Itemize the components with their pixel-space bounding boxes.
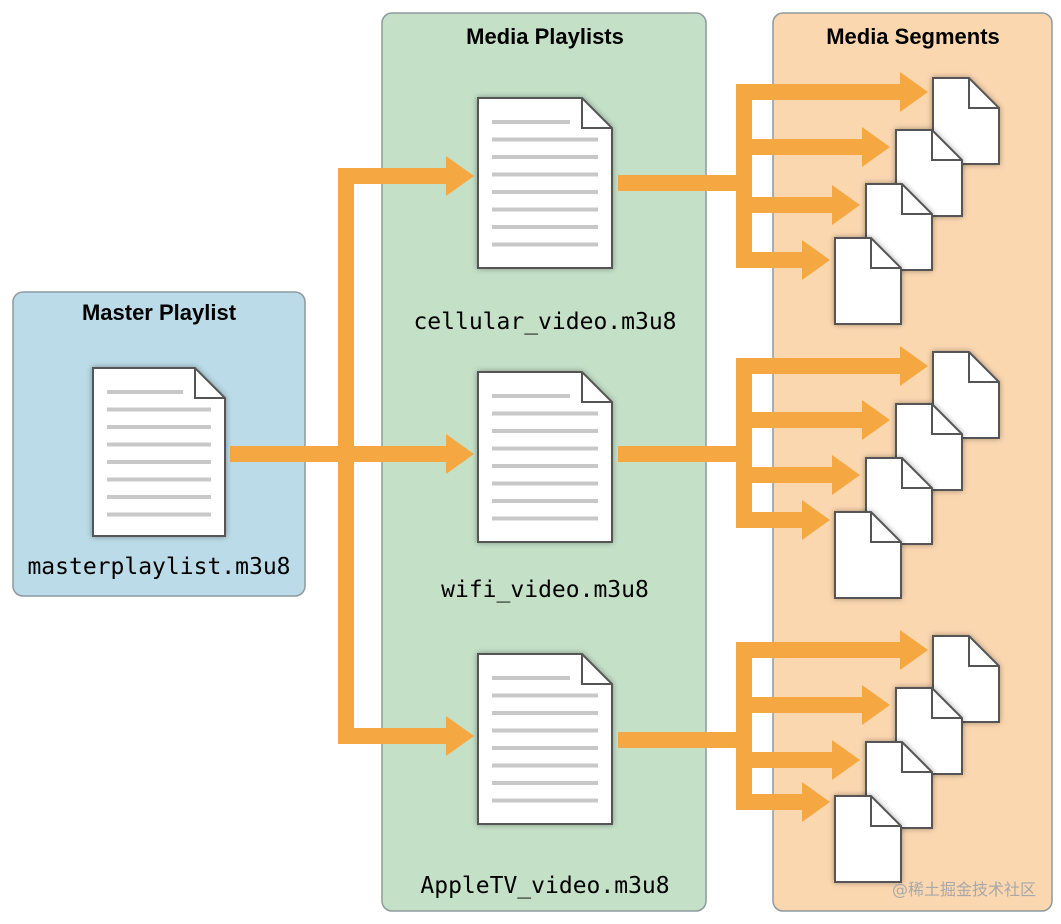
arrow-to-segment-1-2 [736,467,832,483]
document-lines-icon [477,371,613,543]
arrowhead-to-segment-1-0 [900,346,928,386]
arrowhead-to-playlist-2 [446,716,474,756]
media-segments-title: Media Segments [826,24,1000,49]
arrowhead-to-segment-2-2 [832,740,860,780]
documents-layer [92,77,1000,883]
arrow-to-segment-1-0 [736,358,900,374]
watermark-text: @稀土掘金技术社区 [892,880,1036,899]
document-lines-icon [92,367,226,537]
arrow-playlist-out-0 [618,175,748,191]
arrow-master-out [230,446,346,462]
arrow-segment-trunk-0 [736,84,752,268]
arrow-connectors [230,72,928,822]
arrowhead-to-segment-1-1 [862,400,890,440]
arrow-to-segment-0-2 [736,197,832,213]
arrow-to-segment-1-3 [736,512,802,528]
document-lines-icon [477,97,613,269]
arrowhead-to-playlist-0 [446,156,474,196]
document-lines-icon [477,653,613,825]
arrow-to-segment-2-2 [736,752,832,768]
arrow-segment-trunk-1 [736,358,752,528]
arrow-to-segment-0-1 [736,139,862,155]
arrow-to-segment-1-1 [736,412,862,428]
master-playlist-title: Master Playlist [82,300,237,325]
master-playlist-filename: masterplaylist.m3u8 [27,554,290,580]
arrowhead-to-segment-0-3 [802,240,830,280]
arrow-to-playlist-1 [338,446,448,462]
arrow-to-playlist-0 [338,168,448,184]
arrow-to-segment-0-3 [736,252,802,268]
arrow-to-segment-2-1 [736,697,862,713]
media-playlist-filename-cellular: cellular_video.m3u8 [413,309,676,335]
arrowhead-to-segment-2-1 [862,685,890,725]
arrowhead-to-segment-0-0 [900,72,928,112]
arrow-segment-trunk-2 [736,642,752,810]
arrowhead-to-segment-0-2 [832,185,860,225]
media-playlist-filename-appletv: AppleTV_video.m3u8 [420,873,669,899]
arrow-to-segment-2-0 [736,642,900,658]
arrow-playlist-out-1 [618,446,748,462]
arrowhead-to-playlist-1 [446,434,474,474]
arrow-to-segment-0-0 [736,84,900,100]
media-playlists-title: Media Playlists [466,24,624,49]
blank-document-icon [834,511,902,599]
arrowhead-to-segment-2-3 [802,782,830,822]
blank-document-icon [834,237,902,325]
arrowhead-to-segment-0-1 [862,127,890,167]
arrowhead-to-segment-1-3 [802,500,830,540]
arrow-to-playlist-2 [338,728,448,744]
arrow-playlist-out-2 [618,732,748,748]
arrowhead-to-segment-2-0 [900,630,928,670]
media-playlist-filename-wifi: wifi_video.m3u8 [441,577,649,603]
arrow-to-segment-2-3 [736,794,802,810]
arrowhead-to-segment-1-2 [832,455,860,495]
blank-document-icon [834,795,902,883]
